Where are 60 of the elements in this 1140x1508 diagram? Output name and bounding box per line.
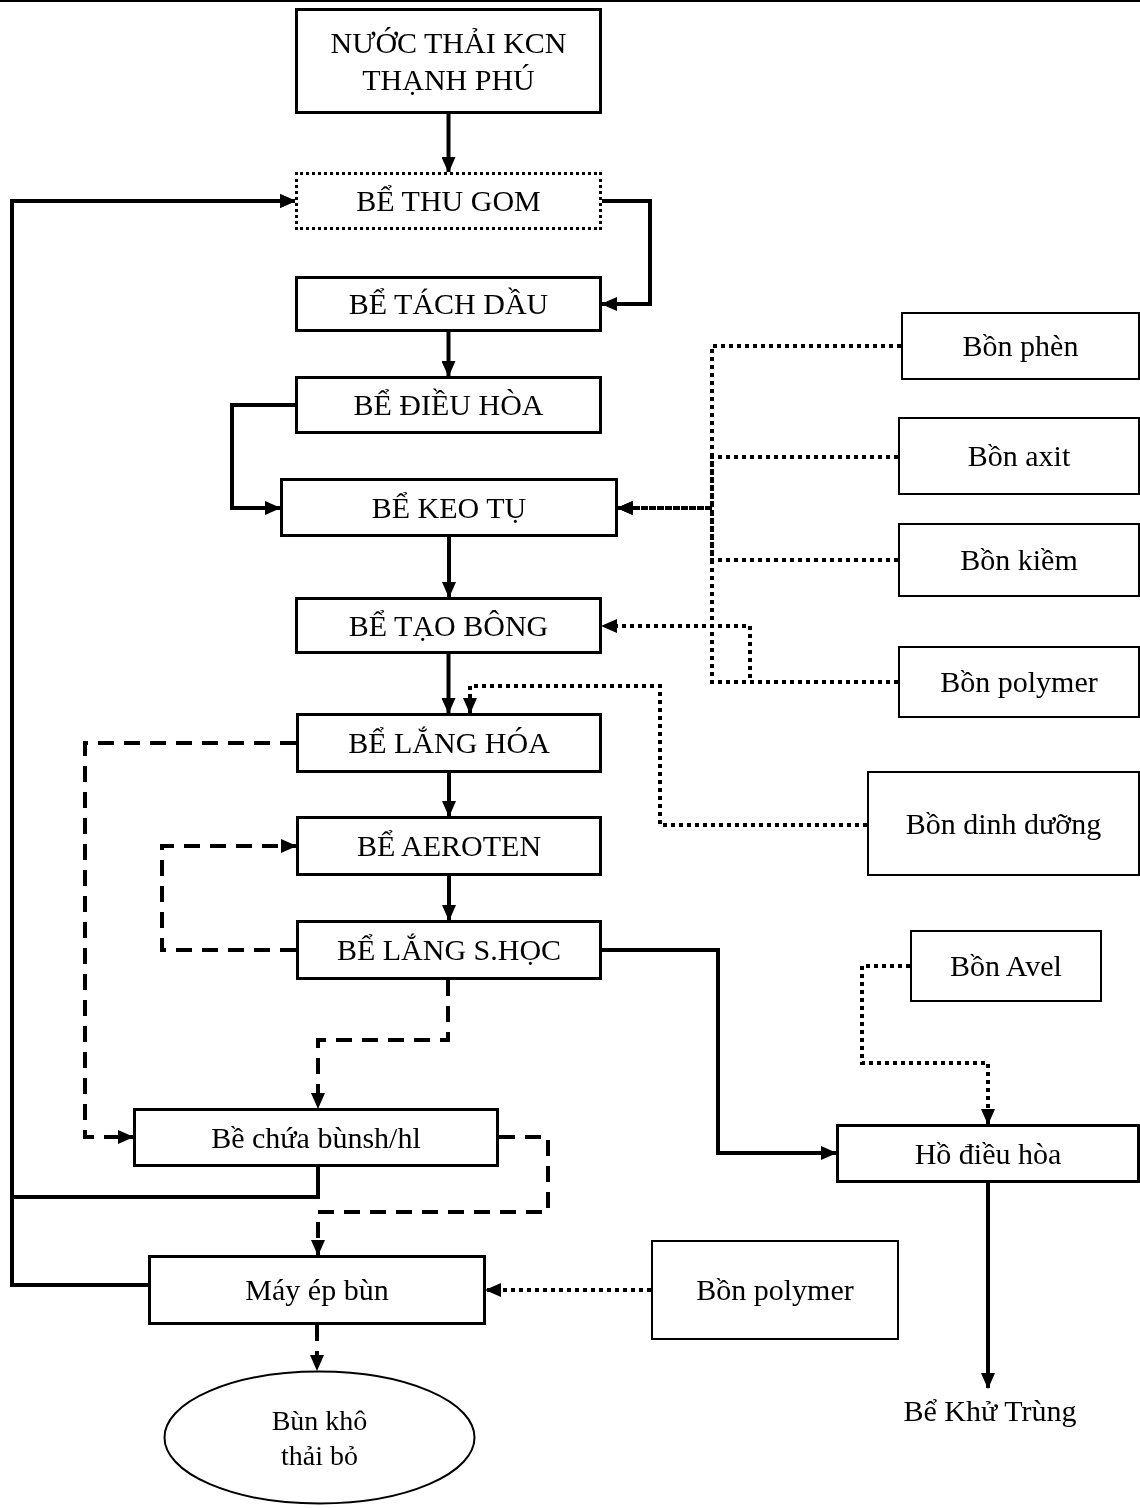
tank-box [901, 312, 1140, 380]
node-label: BỂ ĐIỀU HÒA [352, 387, 545, 424]
node-label: BỂ LẮNG HÓA [347, 725, 551, 762]
arrow [860, 964, 995, 1125]
arrow [311, 1135, 550, 1256]
node-label: Bồn Avel [949, 948, 1063, 985]
process-box [295, 376, 602, 434]
tank-box [898, 646, 1140, 718]
arrow [981, 1183, 995, 1389]
process-box [296, 713, 602, 773]
node-label: Bồn kiềm [959, 542, 1079, 579]
process-box [133, 1108, 499, 1167]
process-box [836, 1124, 1140, 1183]
process-box [295, 597, 602, 654]
node-label: BỂ AEROTEN [355, 828, 543, 865]
process-box [296, 816, 602, 876]
tank-box [898, 417, 1140, 495]
node-label: Bồn dinh dưỡng [904, 805, 1103, 842]
terminal-ellipse [163, 1370, 476, 1505]
process-box [280, 478, 618, 537]
arrow [602, 948, 837, 1160]
process-box [295, 8, 602, 114]
arrow [601, 619, 898, 684]
node-label: Bể Khử Trùng [902, 1393, 1078, 1430]
arrow [442, 537, 456, 598]
process-box [295, 172, 602, 230]
arrow [442, 773, 456, 817]
tank-box [898, 523, 1140, 597]
arrow [441, 332, 456, 377]
node-label: BỂ TẠO BÔNG [347, 607, 550, 644]
node-label: Máy ép bùn [244, 1272, 390, 1309]
node-label: Bồn axit [966, 438, 1072, 475]
arrow [441, 114, 456, 173]
process-box [296, 920, 602, 980]
node-label: Hồ điều hòa [913, 1135, 1063, 1172]
tank-box [867, 771, 1140, 876]
node-label: Bồn polymer [695, 1272, 855, 1309]
tank-box [651, 1240, 899, 1340]
node-label: BỂ THU GOM [355, 183, 542, 220]
arrow [463, 684, 867, 827]
node-label: Bồn phèn [961, 328, 1080, 365]
arrow [230, 403, 295, 515]
node-label: NƯỚC THẢI KCN THẠNH PHÚ [329, 24, 568, 98]
arrow [441, 654, 456, 714]
arrow [485, 1283, 651, 1297]
arrow [83, 741, 296, 1144]
node-label: BỂ LẮNG S.HỌC [335, 932, 563, 969]
arrow [442, 876, 456, 921]
tank-box [910, 930, 1102, 1002]
node-label: Bùn khô thải bỏ [270, 1403, 369, 1473]
node-label: Bồn polymer [939, 664, 1099, 701]
node-label: BỂ TÁCH DẦU [347, 286, 550, 323]
arrow [601, 199, 652, 311]
arrow [311, 980, 450, 1109]
process-box [148, 1255, 486, 1325]
node-label: BỂ KEO TỤ [370, 489, 528, 526]
process-box [295, 276, 602, 332]
arrow [160, 839, 297, 952]
arrow [310, 1325, 324, 1371]
node-label: Bề chứa bùnsh/hl [210, 1119, 422, 1156]
